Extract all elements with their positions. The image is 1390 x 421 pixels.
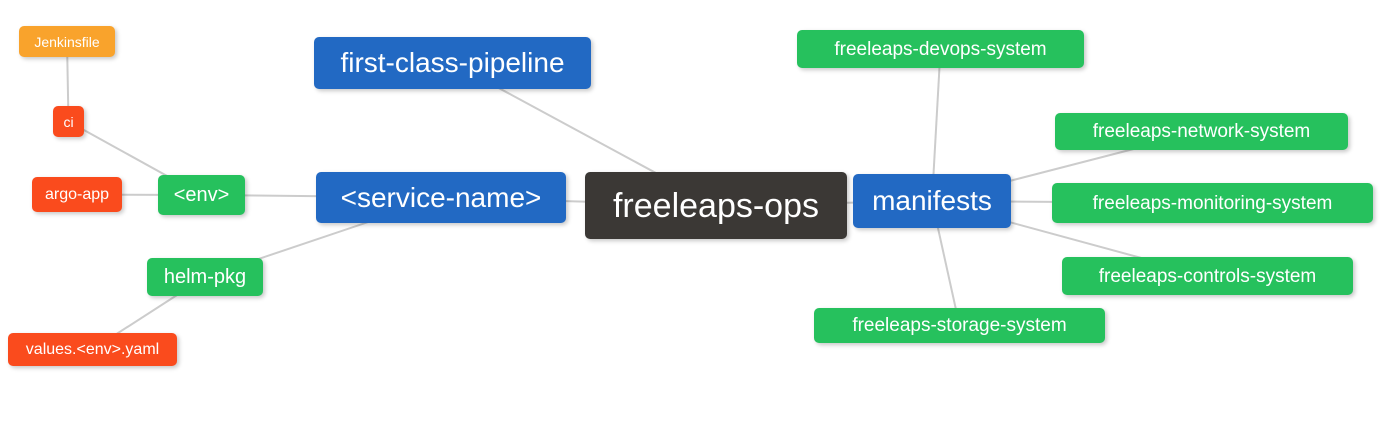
mindmap-node-manifests[interactable]: manifests bbox=[853, 174, 1011, 228]
mindmap-node-monitoring-system[interactable]: freeleaps-monitoring-system bbox=[1052, 183, 1373, 223]
mindmap-node-env[interactable]: <env> bbox=[158, 175, 245, 215]
mindmap-node-freeleaps-ops[interactable]: freeleaps-ops bbox=[585, 172, 847, 239]
mindmap-node-ci[interactable]: ci bbox=[53, 106, 84, 137]
mindmap-node-devops-system[interactable]: freeleaps-devops-system bbox=[797, 30, 1084, 68]
mindmap-node-helm-pkg[interactable]: helm-pkg bbox=[147, 258, 263, 296]
mindmap-node-controls-system[interactable]: freeleaps-controls-system bbox=[1062, 257, 1353, 295]
mindmap-node-service-name[interactable]: <service-name> bbox=[316, 172, 566, 223]
mindmap-node-first-class-pipeline[interactable]: first-class-pipeline bbox=[314, 37, 591, 89]
mindmap-node-values-env-yaml[interactable]: values.<env>.yaml bbox=[8, 333, 177, 366]
mindmap-node-storage-system[interactable]: freeleaps-storage-system bbox=[814, 308, 1105, 343]
mindmap-node-argo-app[interactable]: argo-app bbox=[32, 177, 122, 212]
mindmap-node-network-system[interactable]: freeleaps-network-system bbox=[1055, 113, 1348, 150]
mindmap-node-jenkinsfile[interactable]: Jenkinsfile bbox=[19, 26, 115, 57]
